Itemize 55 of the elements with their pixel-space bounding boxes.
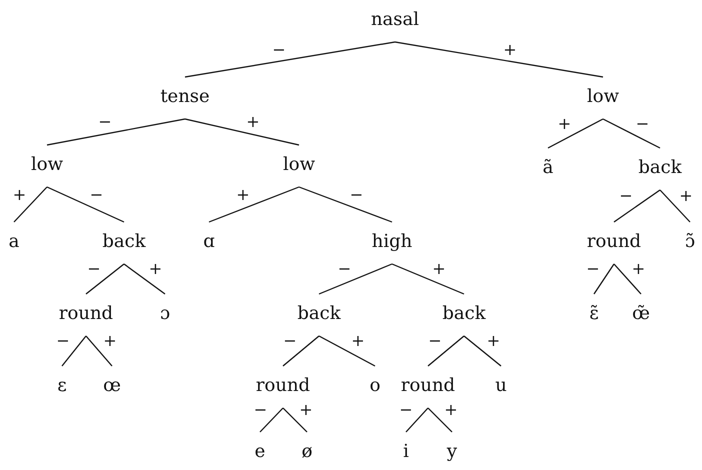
feature-label: ɛ (54, 366, 70, 408)
tree-branch (298, 186, 392, 223)
feature-label: u (492, 366, 510, 408)
tree-branch (548, 118, 604, 149)
feature-label: o (366, 366, 384, 408)
tree-branch (464, 336, 502, 366)
feature-label: high (368, 222, 416, 264)
feature-label: œ (100, 366, 124, 408)
tree-branch (428, 408, 452, 432)
feature-label: back (99, 222, 149, 264)
tree-branch (14, 186, 48, 222)
tree-branch (260, 408, 284, 432)
feature-label: back (294, 294, 344, 336)
feature-label: a (6, 222, 22, 264)
tree-branch (602, 118, 660, 149)
tree-branch (86, 336, 112, 366)
feature-label: ɛ̃ (586, 294, 602, 336)
tree-branch (318, 263, 392, 295)
feature-label: ã (540, 148, 556, 190)
tree-branch (392, 263, 464, 295)
feature-label: ø (298, 432, 316, 470)
feature-label: round (56, 294, 116, 336)
tree-branch (428, 336, 464, 366)
feature-label: i (400, 432, 412, 470)
feature-label: ɔ (156, 294, 174, 336)
feature-label: tense (157, 77, 213, 119)
tree-branch (184, 41, 396, 78)
tree-branch (594, 264, 614, 294)
feature-label: round (584, 222, 644, 264)
feature-label: nasal (368, 0, 422, 42)
tree-branch (124, 264, 166, 294)
tree-branch (282, 336, 320, 366)
tree-branch (46, 118, 186, 146)
feature-label: back (635, 148, 685, 190)
feature-label: low (28, 145, 66, 187)
tree-branch (614, 190, 660, 222)
feature-label: œ̃ (629, 294, 653, 336)
tree-branch (394, 41, 604, 78)
tree-branch (46, 186, 124, 223)
feature-label: e (252, 432, 268, 470)
tree-branch (318, 335, 376, 367)
feature-label: ɔ̃ (682, 222, 698, 264)
feature-label: low (584, 77, 622, 119)
tree-branch (86, 264, 124, 294)
feature-label: y (444, 432, 460, 470)
feature-label: low (280, 145, 318, 187)
tree-branch (660, 190, 690, 222)
tree-branch (282, 408, 308, 432)
tree-branch (184, 118, 300, 146)
tree-branch (406, 408, 428, 432)
tree-branch (62, 336, 86, 366)
feature-label: back (439, 294, 489, 336)
tree-branch (208, 186, 300, 223)
tree-branch (614, 264, 642, 294)
feature-label: ɑ (200, 222, 218, 264)
